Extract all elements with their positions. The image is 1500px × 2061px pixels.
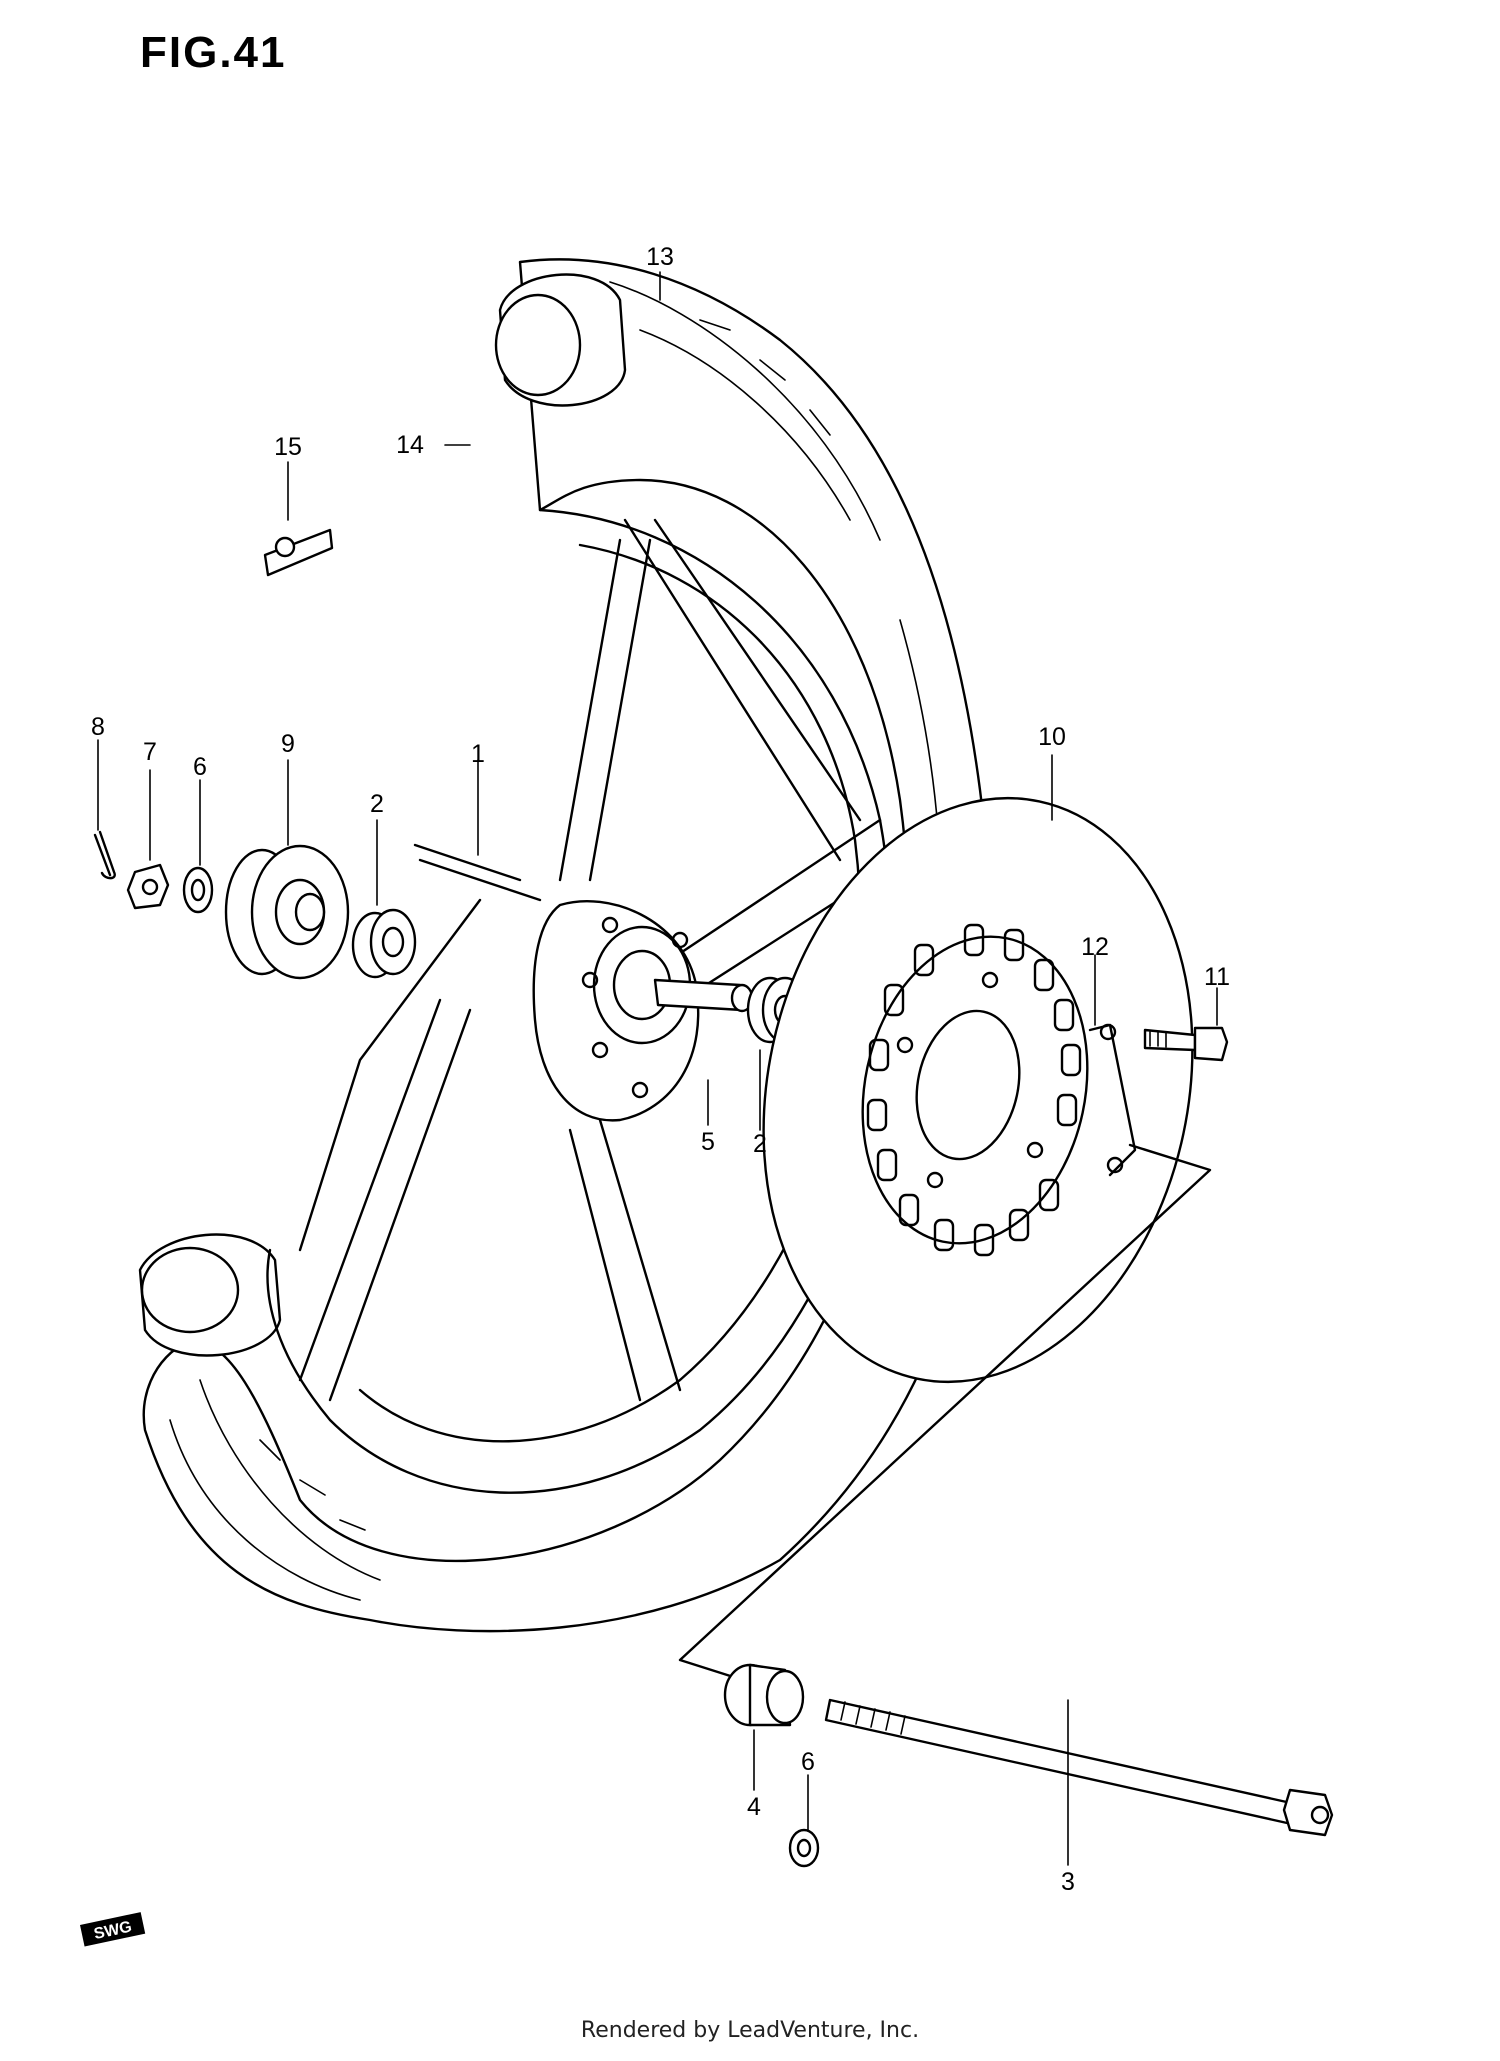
callout-7: 7 <box>143 738 157 766</box>
corner-mark: SWG <box>80 1912 146 1947</box>
tube-bottom-shape <box>138 1233 282 1357</box>
callout-9: 9 <box>281 730 295 758</box>
callout-8: 8 <box>91 713 105 741</box>
gearbox-shape <box>224 844 350 980</box>
cotter-pin-shape <box>93 830 116 880</box>
lock-washer-shape <box>1088 1023 1137 1177</box>
callout-1: 1 <box>471 740 485 768</box>
callout-15: 15 <box>274 433 302 461</box>
collar-shape <box>723 1663 805 1727</box>
washer-top-shape <box>182 866 214 914</box>
callout-12: 12 <box>1081 933 1109 961</box>
callout-11: 11 <box>1204 963 1230 991</box>
hub-shape <box>532 900 700 1122</box>
callout-3: 5 <box>701 1128 715 1156</box>
callout-13: 13 <box>646 243 674 271</box>
callout-5: 4 <box>747 1793 761 1821</box>
bearing-left-shape <box>351 908 417 979</box>
axle-shape <box>824 1698 1334 1837</box>
tube-shape <box>494 273 627 407</box>
callout-10: 10 <box>1038 723 1066 751</box>
washer-bottom-shape <box>788 1828 820 1868</box>
disc-bolt-shape <box>1143 1026 1229 1062</box>
tire-shape <box>142 258 996 1633</box>
callout-6-top: 6 <box>193 753 207 781</box>
brake-disc-shape <box>762 796 1194 1384</box>
footer-credit: Rendered by LeadVenture, Inc. <box>580 2018 920 2043</box>
spacer-shape <box>653 978 754 1013</box>
callout-6-bottom: 6 <box>801 1748 815 1776</box>
valve-shape <box>263 528 334 577</box>
callout-2-right: 2 <box>753 1130 767 1158</box>
leader-lines <box>97 271 1218 1866</box>
figure-title: FIG.41 <box>140 28 287 77</box>
castle-nut-shape <box>126 863 170 910</box>
callout-14: 14 <box>396 431 424 459</box>
disc-vents <box>866 923 1082 1257</box>
wheel-drawing: 13 14 15 8 7 6 9 2 1 10 12 11 5 2 4 6 3 … <box>80 243 1334 1947</box>
callout-4: 3 <box>1061 1868 1075 1896</box>
callout-2-left: 2 <box>370 790 384 818</box>
